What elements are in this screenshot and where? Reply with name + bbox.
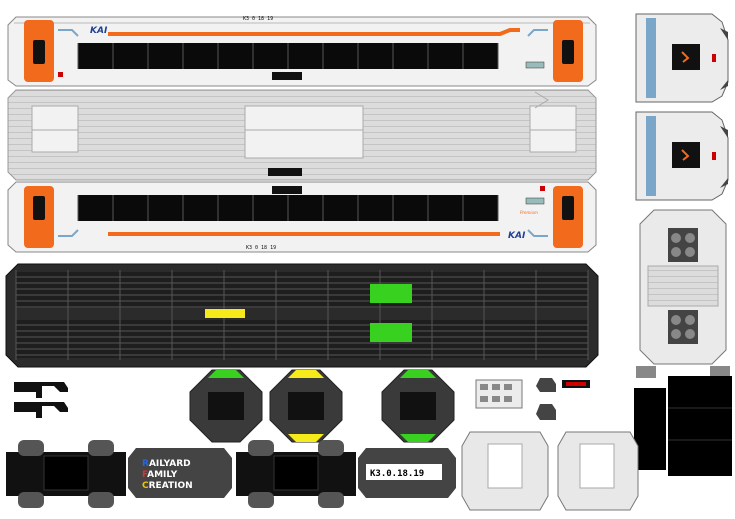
roof-end-piece	[636, 209, 730, 378]
octagon-part-green-2	[381, 369, 455, 443]
black-panels	[634, 376, 732, 476]
credit-plate: RAILYARD FAMILY CREATION	[128, 448, 232, 498]
svg-text:CREATION: CREATION	[142, 481, 193, 491]
svg-text:KAI: KAI	[508, 231, 526, 241]
bogie-icon	[6, 440, 126, 508]
underframe-panel	[5, 263, 599, 368]
svg-text:KAI: KAI	[90, 26, 108, 36]
small-parts	[475, 378, 590, 420]
yellow-marker	[205, 309, 245, 318]
end-wall-pieces	[461, 431, 639, 511]
cab-end-top	[635, 13, 729, 103]
coupler-icon	[14, 382, 68, 418]
svg-text:RAILYARD: RAILYARD	[142, 459, 191, 469]
svg-text:K3.0.18.19: K3.0.18.19	[370, 469, 424, 479]
octagon-part-green-1	[189, 369, 263, 443]
cab-end-bottom	[635, 111, 729, 201]
car-side-top: KAI K3 0 18 19	[7, 16, 597, 87]
kai-logo-icon: KAI	[90, 26, 108, 36]
svg-text:K3 0 18 19: K3 0 18 19	[246, 245, 276, 251]
bogie-panel-2	[236, 440, 356, 508]
number-plate: K3.0.18.19	[358, 448, 456, 498]
car-side-bottom: KAI K3 0 18 19 Premium	[7, 181, 597, 253]
svg-text:FAMILY: FAMILY	[142, 470, 178, 480]
green-marker	[370, 284, 412, 303]
svg-text:Premium: Premium	[520, 210, 538, 215]
octagon-part-yellow	[269, 369, 343, 443]
car-number-label: K3 0 18 19	[243, 16, 273, 22]
car-roof-panel	[7, 89, 597, 181]
